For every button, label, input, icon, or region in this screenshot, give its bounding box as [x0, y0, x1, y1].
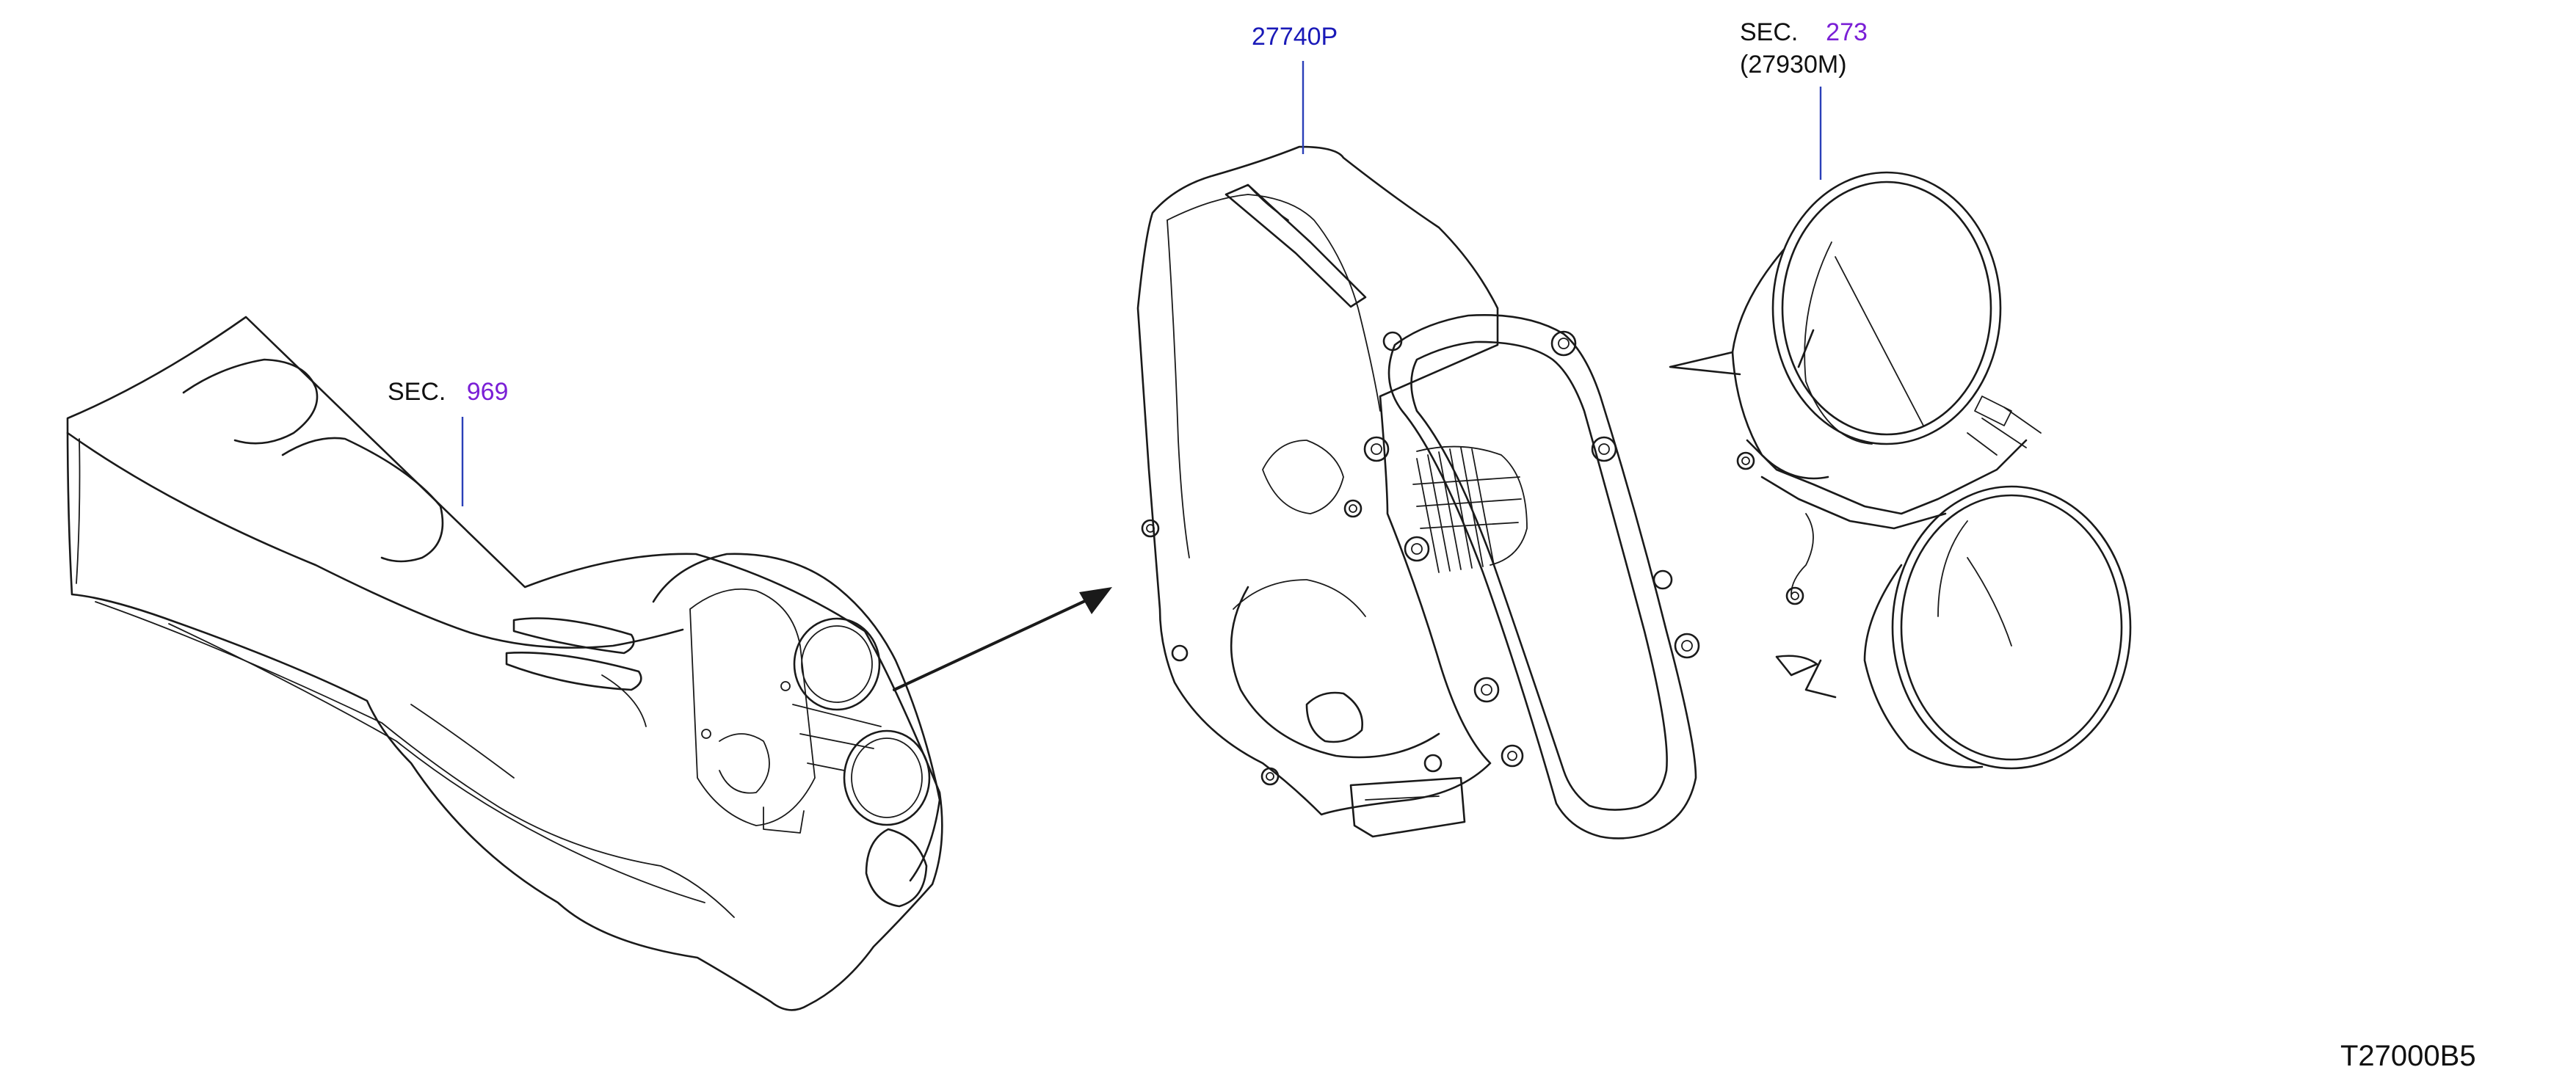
housing-bottom-connector — [1349, 776, 1466, 838]
frame-boss — [1674, 633, 1700, 659]
duct-mount-tab — [1785, 586, 1804, 605]
part-number-27930m[interactable]: (27930M) — [1740, 51, 1847, 79]
sec-number-273[interactable]: 273 — [1826, 18, 1868, 46]
blower-scroll — [1230, 586, 1440, 759]
mounting-boss — [1141, 519, 1160, 538]
sec-prefix: SEC. — [1740, 18, 1799, 46]
blower-side-cover-frame — [1387, 314, 1697, 839]
duct-lower-ring-outer — [1891, 485, 2132, 770]
duct-connecting-bracket — [1746, 439, 2028, 530]
part-number-27740p[interactable]: 27740P — [1252, 23, 1338, 51]
console-side-flange — [95, 601, 735, 918]
duct-upper-body — [1731, 248, 1829, 480]
leader-lines — [461, 61, 1822, 506]
frame-boss — [1473, 677, 1500, 703]
cupholder-slot-2 — [505, 651, 642, 691]
frame-boss — [1501, 744, 1524, 768]
armrest-recess-rear — [182, 358, 319, 445]
duct-upper-ring-inner — [1781, 181, 1992, 436]
air-duct-27930m — [1669, 171, 2132, 770]
mounting-boss — [1423, 754, 1443, 773]
blower-housing-inner-panel — [1167, 194, 1381, 412]
blower-housing-outline — [1136, 145, 1499, 816]
frame-boss — [1404, 536, 1430, 562]
duct-clip-spike — [1669, 351, 1741, 376]
sec-969-label: SEC. 969 — [388, 377, 508, 407]
armrest-recess-front — [281, 437, 444, 563]
duct-lower-body — [1863, 564, 1984, 768]
duct-clip-spike — [1775, 655, 1818, 677]
blower-fan-blades — [1412, 445, 1528, 573]
frame-boss — [1382, 331, 1403, 352]
blower-side-cover-inner — [1410, 340, 1668, 811]
housing-strap — [1224, 183, 1367, 308]
frame-boss — [1591, 436, 1617, 462]
frame-boss — [1550, 330, 1577, 357]
duct-mount-tab — [1736, 451, 1755, 470]
mounting-boss — [1260, 767, 1280, 786]
duct-clip-spike — [1797, 329, 1815, 368]
sec-number-969[interactable]: 969 — [466, 378, 509, 406]
sec-prefix: SEC. — [388, 378, 446, 406]
console-top-edge — [66, 431, 684, 649]
duct-clip-spike — [1804, 659, 1837, 699]
console-front-step — [76, 438, 81, 584]
center-console-assembly — [66, 316, 943, 1011]
mini-blower-unit — [689, 588, 931, 834]
duct-upper-ring-outer — [1771, 171, 2002, 445]
direction-arrow — [893, 587, 1112, 691]
duct-lower-ring-inner — [1900, 494, 2123, 761]
diagram-code: T27000B5 — [2340, 1040, 2476, 1072]
console-lower-vent — [865, 828, 928, 908]
console-front-panel — [652, 553, 941, 882]
frame-boss — [1363, 436, 1390, 462]
console-bottom-flange — [168, 623, 705, 903]
sec-273-label: SEC. 273 — [1740, 18, 1868, 47]
mounting-boss — [1343, 499, 1363, 518]
mounting-boss — [1171, 644, 1189, 662]
cupholder-slot-1 — [512, 617, 635, 655]
blower-motor-cover — [1305, 691, 1364, 743]
blower-housing-27740p — [1136, 145, 1700, 839]
console-outline — [66, 316, 943, 1011]
frame-boss — [1652, 569, 1673, 590]
